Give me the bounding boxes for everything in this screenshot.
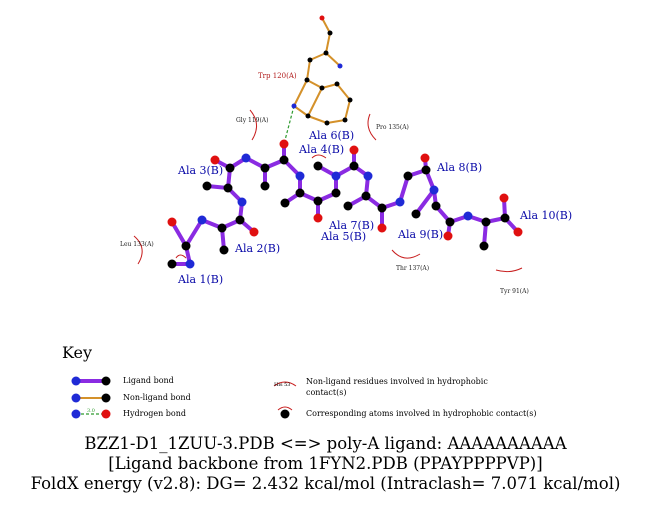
ligand-label-ala7: Ala 7(B) [328, 219, 374, 232]
ligand-label-ala10: Ala 10(B) [519, 209, 572, 222]
trp-sidechain [293, 17, 351, 124]
residue-label-thr: Thr 137(A) [396, 265, 429, 272]
key-hydrophobic-residues-cont: contact(s) [306, 388, 346, 397]
ligand-label-ala2: Ala 2(B) [234, 242, 280, 255]
carbon-atoms [167, 155, 510, 269]
key-his-sample: His 53 [274, 382, 290, 388]
key-hydrophobic-residues: Non-ligand residues involved in hydropho… [306, 377, 488, 386]
hydrophobic-arcs [133, 109, 523, 273]
key-hydrogen-bond: Hydrogen bond [123, 409, 186, 418]
caption-line-1: BZZ1-D1_1ZUU-3.PDB <=> poly-A ligand: AA… [84, 434, 567, 453]
key-hbond-sample: 3.0 [87, 408, 95, 414]
ligplot-diagram: Trp 120(A) Gly 119(A) Pro 135(A) Leu 133… [62, 15, 572, 419]
key-hydrophobic-atoms: Corresponding atoms involved in hydropho… [306, 409, 537, 418]
oxygen-atoms [167, 15, 523, 241]
nitrogen-atoms [185, 63, 473, 269]
caption: BZZ1-D1_1ZUU-3.PDB <=> poly-A ligand: AA… [0, 434, 651, 494]
key-ligand-bond: Ligand bond [123, 376, 174, 385]
key-nonligand-bond: Non-ligand bond [123, 393, 191, 402]
caption-line-3: FoldX energy (v2.8): DG= 2.432 kcal/mol … [30, 474, 621, 493]
trp-carbon-atoms [304, 30, 353, 126]
ligand-label-ala9: Ala 9(B) [397, 228, 443, 241]
ligand-label-ala6: Ala 6(B) [308, 129, 354, 142]
residue-label-leu: Leu 133(A) [120, 241, 154, 248]
ligand-label-ala1: Ala 1(B) [177, 273, 223, 286]
residue-label-pro: Pro 135(A) [376, 124, 409, 131]
key-legend: Key Ligand bond Non-ligand bond 3.0 Hydr… [62, 343, 537, 419]
residue-label-tyr: Tyr 91(A) [500, 288, 529, 295]
ligand-label-ala3: Ala 3(B) [177, 164, 223, 177]
residue-label-trp: Trp 120(A) [258, 72, 297, 80]
residue-label-gly: Gly 119(A) [236, 117, 268, 124]
ligand-label-ala8: Ala 8(B) [436, 161, 482, 174]
hydrogen-bond-line [283, 105, 295, 145]
key-title: Key [62, 343, 92, 362]
caption-line-2: [Ligand backbone from 1FYN2.PDB (PPAYPPP… [108, 454, 543, 473]
ligand-label-ala5: Ala 5(B) [320, 230, 366, 243]
ligand-label-ala4: Ala 4(B) [298, 143, 344, 156]
